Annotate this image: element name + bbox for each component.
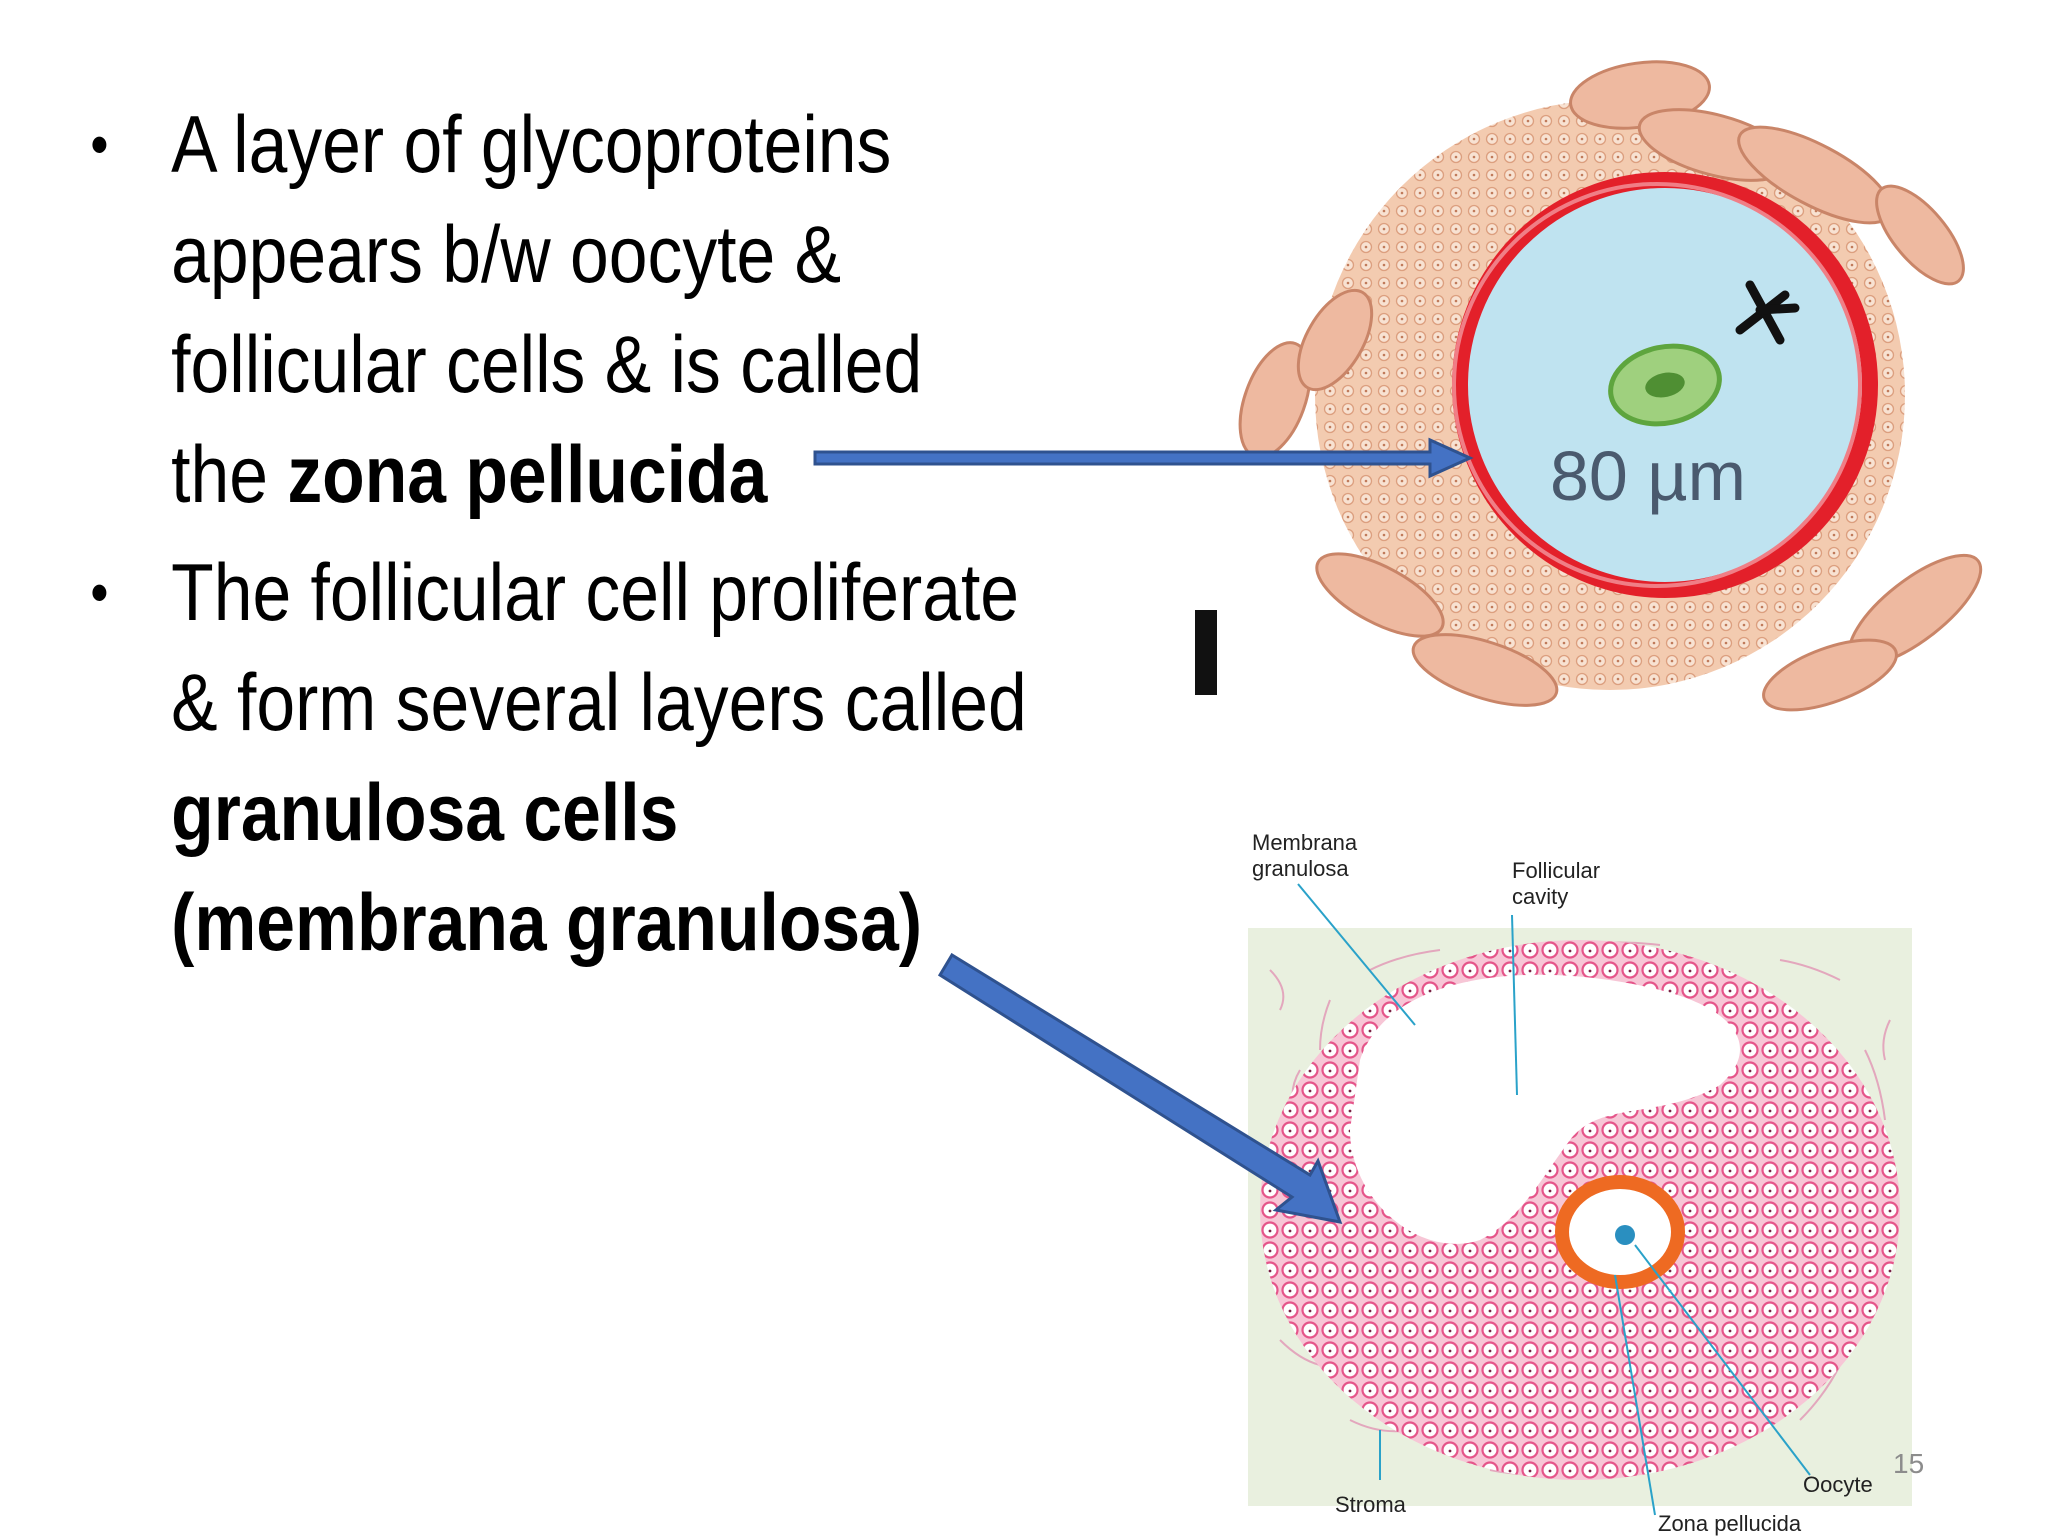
bullet-line: The follicular cell proliferate	[171, 548, 1020, 638]
secondary-follicle-figure: Membrana granulosa Follicular cavity Str…	[1248, 830, 1912, 1536]
bullet-line: follicular cells & is called	[171, 320, 923, 410]
arrow-granulosa	[937, 952, 1343, 1224]
bullet-line: A layer of glycoproteins	[171, 100, 892, 190]
bullet-line: appears b/w oocyte &	[171, 210, 842, 300]
chromosome-mark	[1735, 280, 1800, 345]
oocyte	[1615, 1225, 1635, 1245]
bullet-item-zona-pellucida: • A layer of glycoproteins appears b/w o…	[80, 90, 992, 530]
label-follicular: Follicular	[1512, 858, 1600, 883]
label-cavity: cavity	[1512, 884, 1568, 909]
theca-cells	[1238, 60, 1983, 712]
primary-follicle-figure: 80 µm	[1195, 60, 1983, 712]
scale-label: 80 µm	[1550, 437, 1746, 515]
bullet-list: • A layer of glycoproteins appears b/w o…	[80, 90, 1027, 986]
leader-lines	[1297, 883, 1811, 1516]
arrow-zona-pellucida	[813, 437, 1474, 479]
page-number: 15	[1893, 1448, 1925, 1479]
bullet-item-granulosa: • The follicular cell proliferate & form…	[80, 538, 1027, 978]
follicular-cavity	[1350, 974, 1740, 1244]
bullet-dot: •	[90, 559, 109, 626]
dark-edge-mark	[1195, 610, 1217, 695]
bullet-dot: •	[90, 111, 109, 178]
term-zona-pellucida: zona pellucida	[287, 430, 768, 520]
bullet-line: & form several layers called	[171, 658, 1027, 748]
label-granulosa: granulosa	[1252, 856, 1349, 881]
label-oocyte: Oocyte	[1803, 1472, 1873, 1497]
term-membrana-granulosa: (membrana granulosa)	[171, 878, 923, 968]
bullet-line-prefix: the	[171, 430, 288, 520]
label-membrana: Membrana	[1252, 830, 1358, 855]
bullet-line: the zona pellucida	[171, 420, 991, 530]
label-stroma: Stroma	[1335, 1492, 1407, 1517]
label-zona-pellucida: Zona pellucida	[1658, 1511, 1802, 1536]
term-granulosa-cells: granulosa cells	[171, 768, 679, 858]
